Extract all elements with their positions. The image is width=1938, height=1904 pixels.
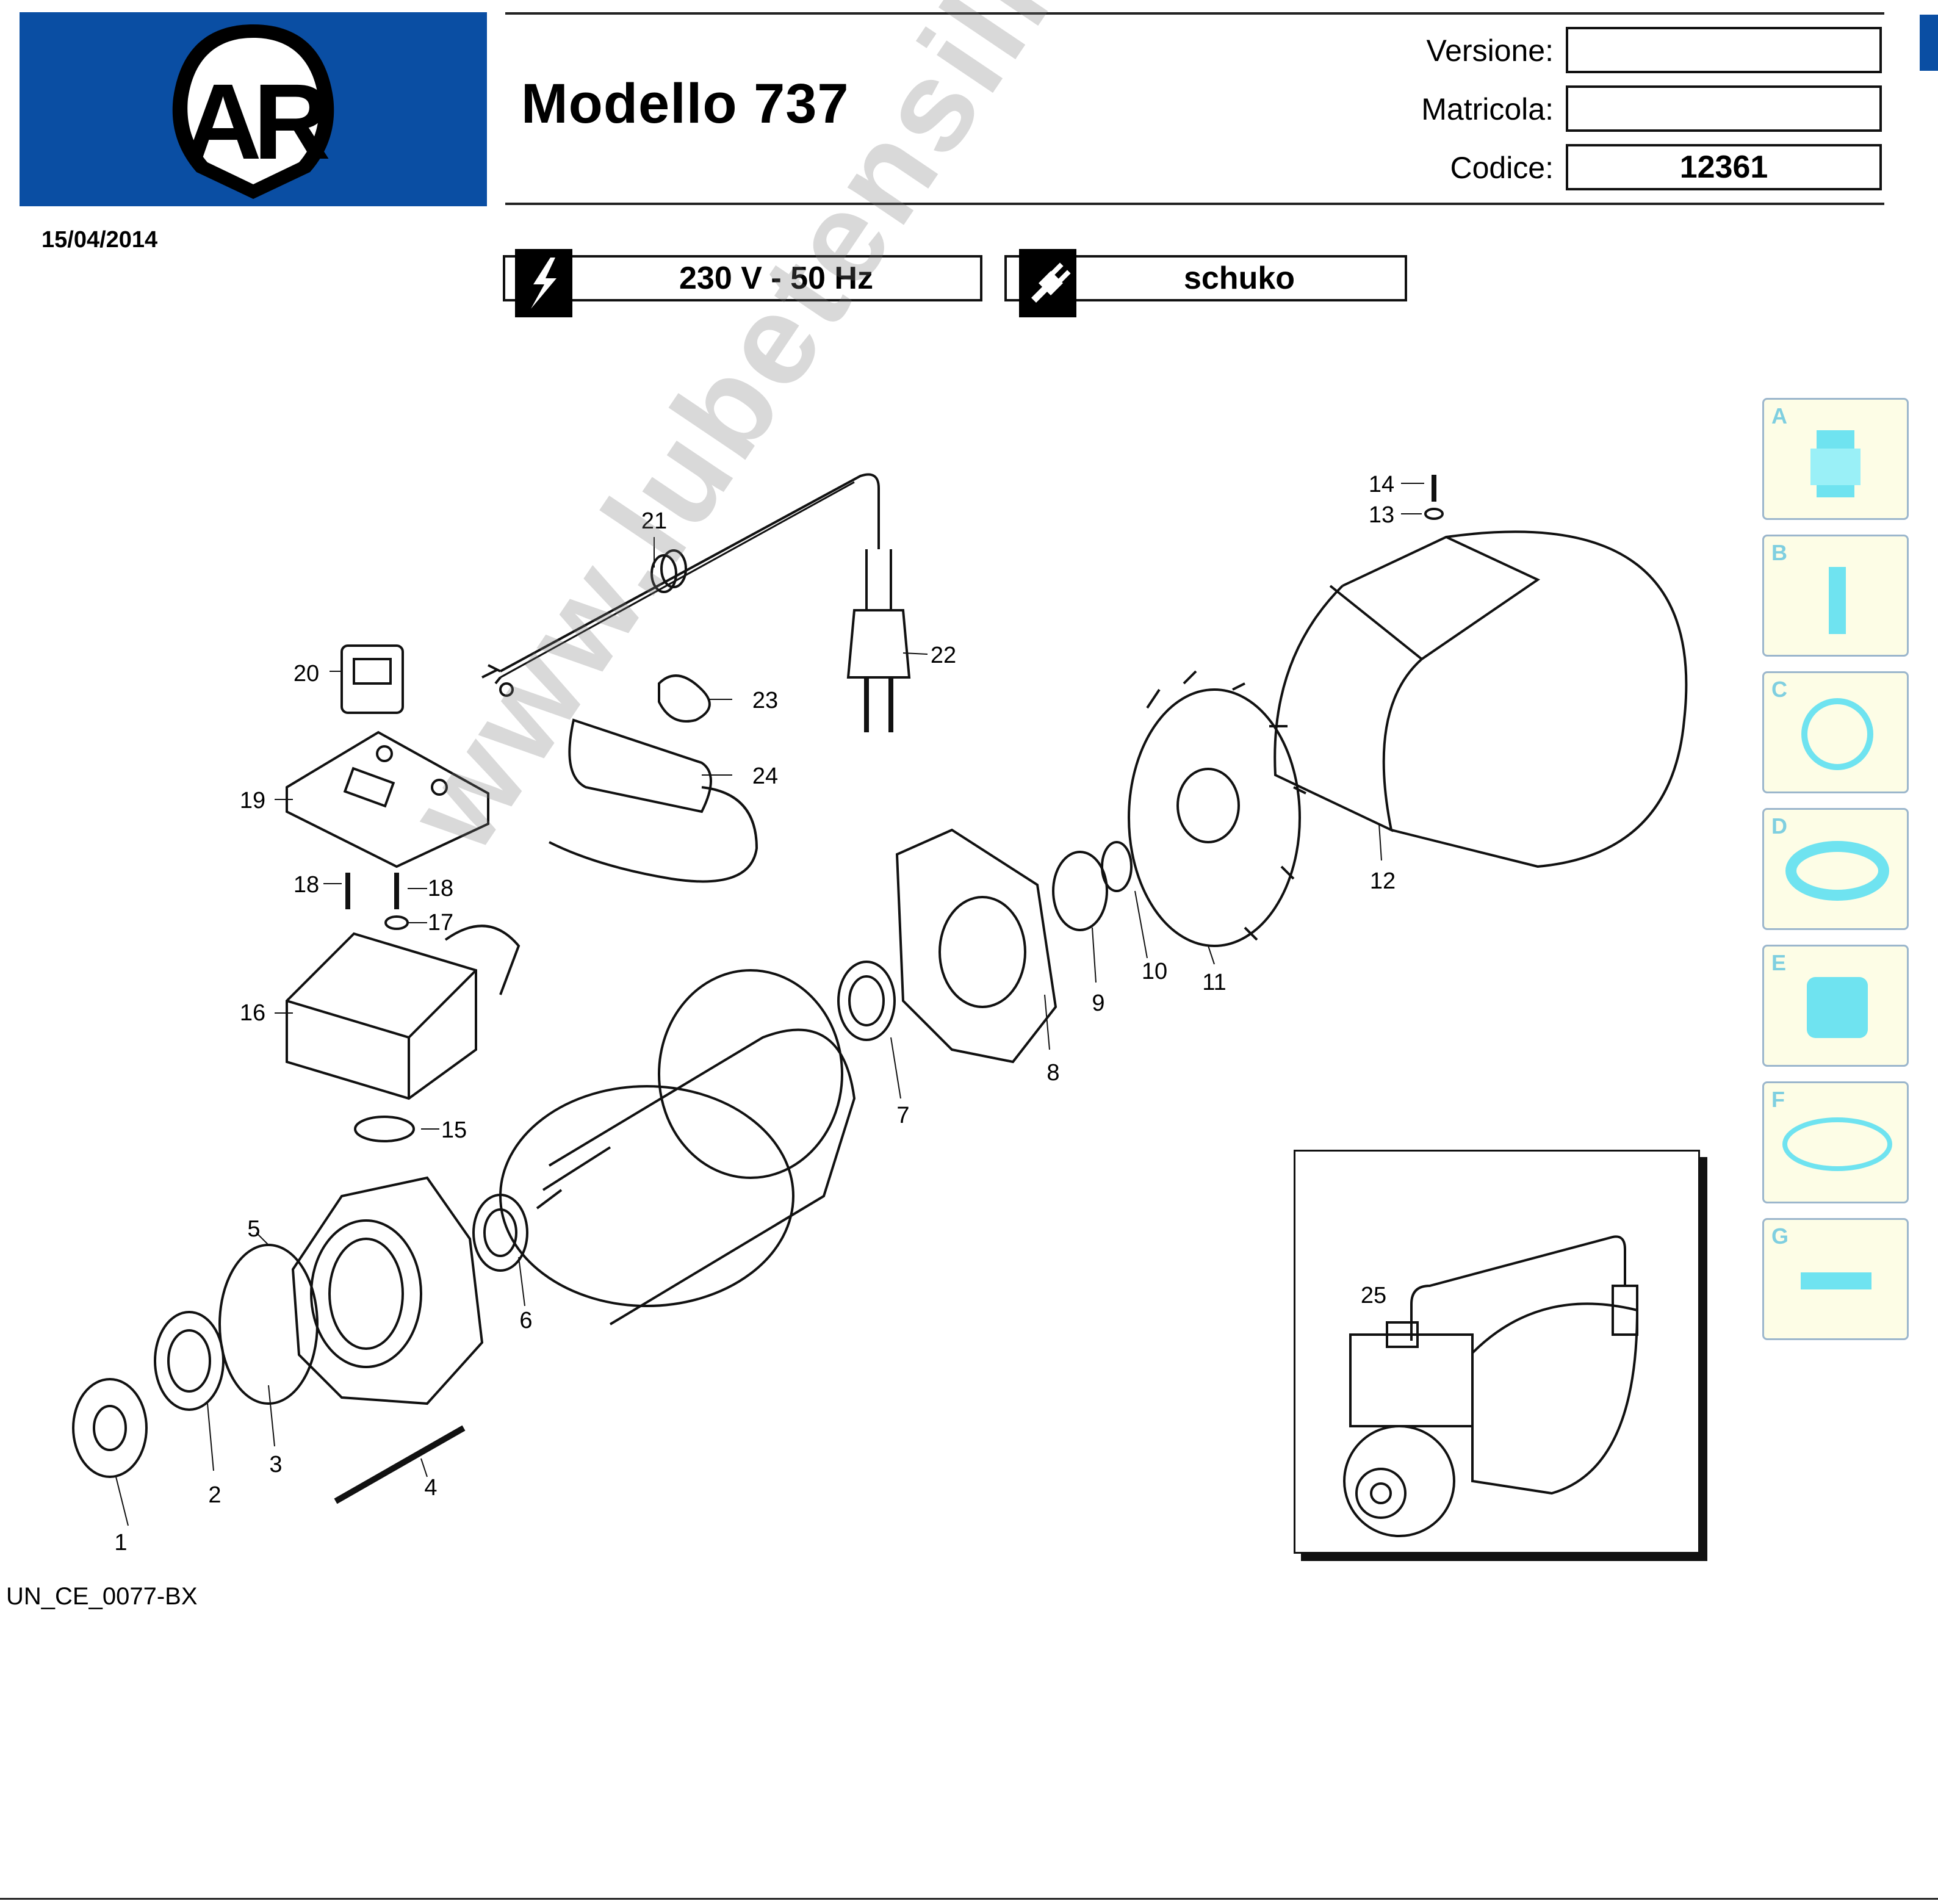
stator-winding-part xyxy=(499,1085,794,1307)
fan-11-part xyxy=(1128,688,1301,947)
side-tab-e[interactable]: E xyxy=(1762,945,1909,1067)
side-tab-a[interactable]: A xyxy=(1762,398,1909,520)
voltage-text: 230 V - 50 Hz xyxy=(679,261,873,296)
version-field[interactable] xyxy=(1566,27,1882,73)
side-tab-d[interactable]: D xyxy=(1762,808,1909,930)
ring-9-part xyxy=(1052,851,1108,931)
seal-icon xyxy=(1785,841,1889,901)
callout-5: 5 xyxy=(247,1216,260,1242)
side-tab-f[interactable]: F xyxy=(1762,1081,1909,1203)
header-bottom-rule xyxy=(505,203,1884,205)
side-tab-letter: F xyxy=(1771,1087,1785,1112)
o-ring-icon xyxy=(1782,1117,1892,1171)
fan-cover-12-part xyxy=(1342,530,1688,868)
header-top-rule xyxy=(505,12,1884,15)
callout-16: 16 xyxy=(240,1000,265,1026)
terminal-box-part xyxy=(286,932,477,1100)
side-tab-letter: B xyxy=(1771,540,1787,565)
assembled-view-inset: 25 xyxy=(1294,1150,1700,1554)
plug-text: schuko xyxy=(1183,261,1295,296)
end-shield-part xyxy=(895,828,1057,1064)
clip-23-part xyxy=(658,674,711,723)
rotor-part xyxy=(548,1028,856,1325)
model-title: Modello 737 xyxy=(521,73,849,135)
bolt-4-part xyxy=(334,1425,466,1504)
capacitor-24-part xyxy=(568,718,712,813)
callout-12: 12 xyxy=(1370,868,1396,894)
pump-head-part xyxy=(291,1176,484,1405)
bearing-7-part xyxy=(837,961,896,1041)
bellows-icon xyxy=(1807,977,1868,1038)
cylinder-icon xyxy=(1829,567,1846,634)
callout-11: 11 xyxy=(1202,970,1226,995)
callout-20: 20 xyxy=(294,661,319,687)
schuko-plug-part xyxy=(865,549,892,610)
callout-6: 6 xyxy=(519,1308,532,1333)
power-cable-part xyxy=(500,473,880,673)
callout-14: 14 xyxy=(1369,472,1394,497)
side-tab-letter: E xyxy=(1771,950,1787,975)
footer-rule xyxy=(0,1898,1938,1900)
lightning-icon xyxy=(515,249,572,317)
side-tab-letter: G xyxy=(1771,1224,1789,1249)
version-label: Versione: xyxy=(1426,34,1554,68)
callout-21: 21 xyxy=(641,508,667,534)
logo-text: AR xyxy=(184,62,329,182)
corner-tab xyxy=(1920,15,1938,71)
cover-plate-part xyxy=(286,730,489,868)
gasket-15-part xyxy=(354,1116,415,1142)
side-tab-letter: C xyxy=(1771,677,1787,702)
circlip-10-part xyxy=(1101,841,1133,892)
callout-25: 25 xyxy=(1361,1283,1386,1308)
side-tab-letter: D xyxy=(1771,813,1787,838)
gasket-ring-icon xyxy=(1801,698,1873,770)
callout-17: 17 xyxy=(428,910,453,936)
inset-cable xyxy=(1410,1235,1626,1341)
callout-3: 3 xyxy=(269,1452,282,1477)
brand-logo: AR xyxy=(20,12,487,206)
side-tab-b[interactable]: B xyxy=(1762,535,1909,657)
plug-spec: schuko xyxy=(1004,249,1407,317)
callout-18-left: 18 xyxy=(294,872,319,898)
screws-part xyxy=(345,873,399,909)
side-tab-c[interactable]: C xyxy=(1762,671,1909,793)
side-tab-letter: A xyxy=(1771,403,1787,428)
plug-icon xyxy=(1019,249,1076,317)
serial-label: Matricola: xyxy=(1421,92,1554,126)
callout-10: 10 xyxy=(1142,959,1167,984)
callout-13: 13 xyxy=(1369,502,1394,528)
callout-19: 19 xyxy=(240,788,265,813)
serial-field[interactable] xyxy=(1566,85,1882,132)
callout-8: 8 xyxy=(1046,1060,1059,1086)
callout-1: 1 xyxy=(114,1530,127,1556)
callout-23: 23 xyxy=(752,688,778,713)
inset-terminal-box xyxy=(1349,1333,1474,1427)
code-field[interactable]: 12361 xyxy=(1566,144,1882,190)
inset-motor-body xyxy=(1471,1302,1639,1495)
bracket-icon xyxy=(1801,1272,1871,1289)
o-ring-3-part xyxy=(218,1244,319,1405)
impeller-1-part xyxy=(72,1378,148,1478)
exploded-view-diagram: 1 2 3 4 5 6 7 8 9 10 11 12 13 14 15 16 1… xyxy=(72,472,1688,1556)
callout-22: 22 xyxy=(931,643,956,668)
callout-24: 24 xyxy=(752,763,778,789)
print-date: 15/04/2014 xyxy=(41,227,158,253)
bearing-2-part xyxy=(154,1311,225,1411)
side-tab-g[interactable]: G xyxy=(1762,1218,1909,1340)
code-label: Codice: xyxy=(1450,151,1554,185)
washer-13-part xyxy=(1424,508,1444,520)
callout-2: 2 xyxy=(208,1482,221,1508)
callout-7: 7 xyxy=(896,1103,909,1128)
ar-logo-icon: AR xyxy=(172,24,337,199)
callout-15: 15 xyxy=(441,1117,467,1143)
callout-labels: 1 2 3 4 5 6 7 8 9 10 11 12 13 14 15 16 1… xyxy=(114,472,1396,1556)
callout-4: 4 xyxy=(424,1475,437,1501)
motor-icon xyxy=(1810,430,1861,497)
callout-18-right: 18 xyxy=(428,876,453,901)
switch-part xyxy=(340,644,404,714)
callout-9: 9 xyxy=(1092,990,1104,1016)
drawing-code: UN_CE_0077-BX xyxy=(6,1583,198,1610)
voltage-spec: 230 V - 50 Hz xyxy=(503,249,982,317)
inset-pump-head xyxy=(1343,1425,1455,1537)
